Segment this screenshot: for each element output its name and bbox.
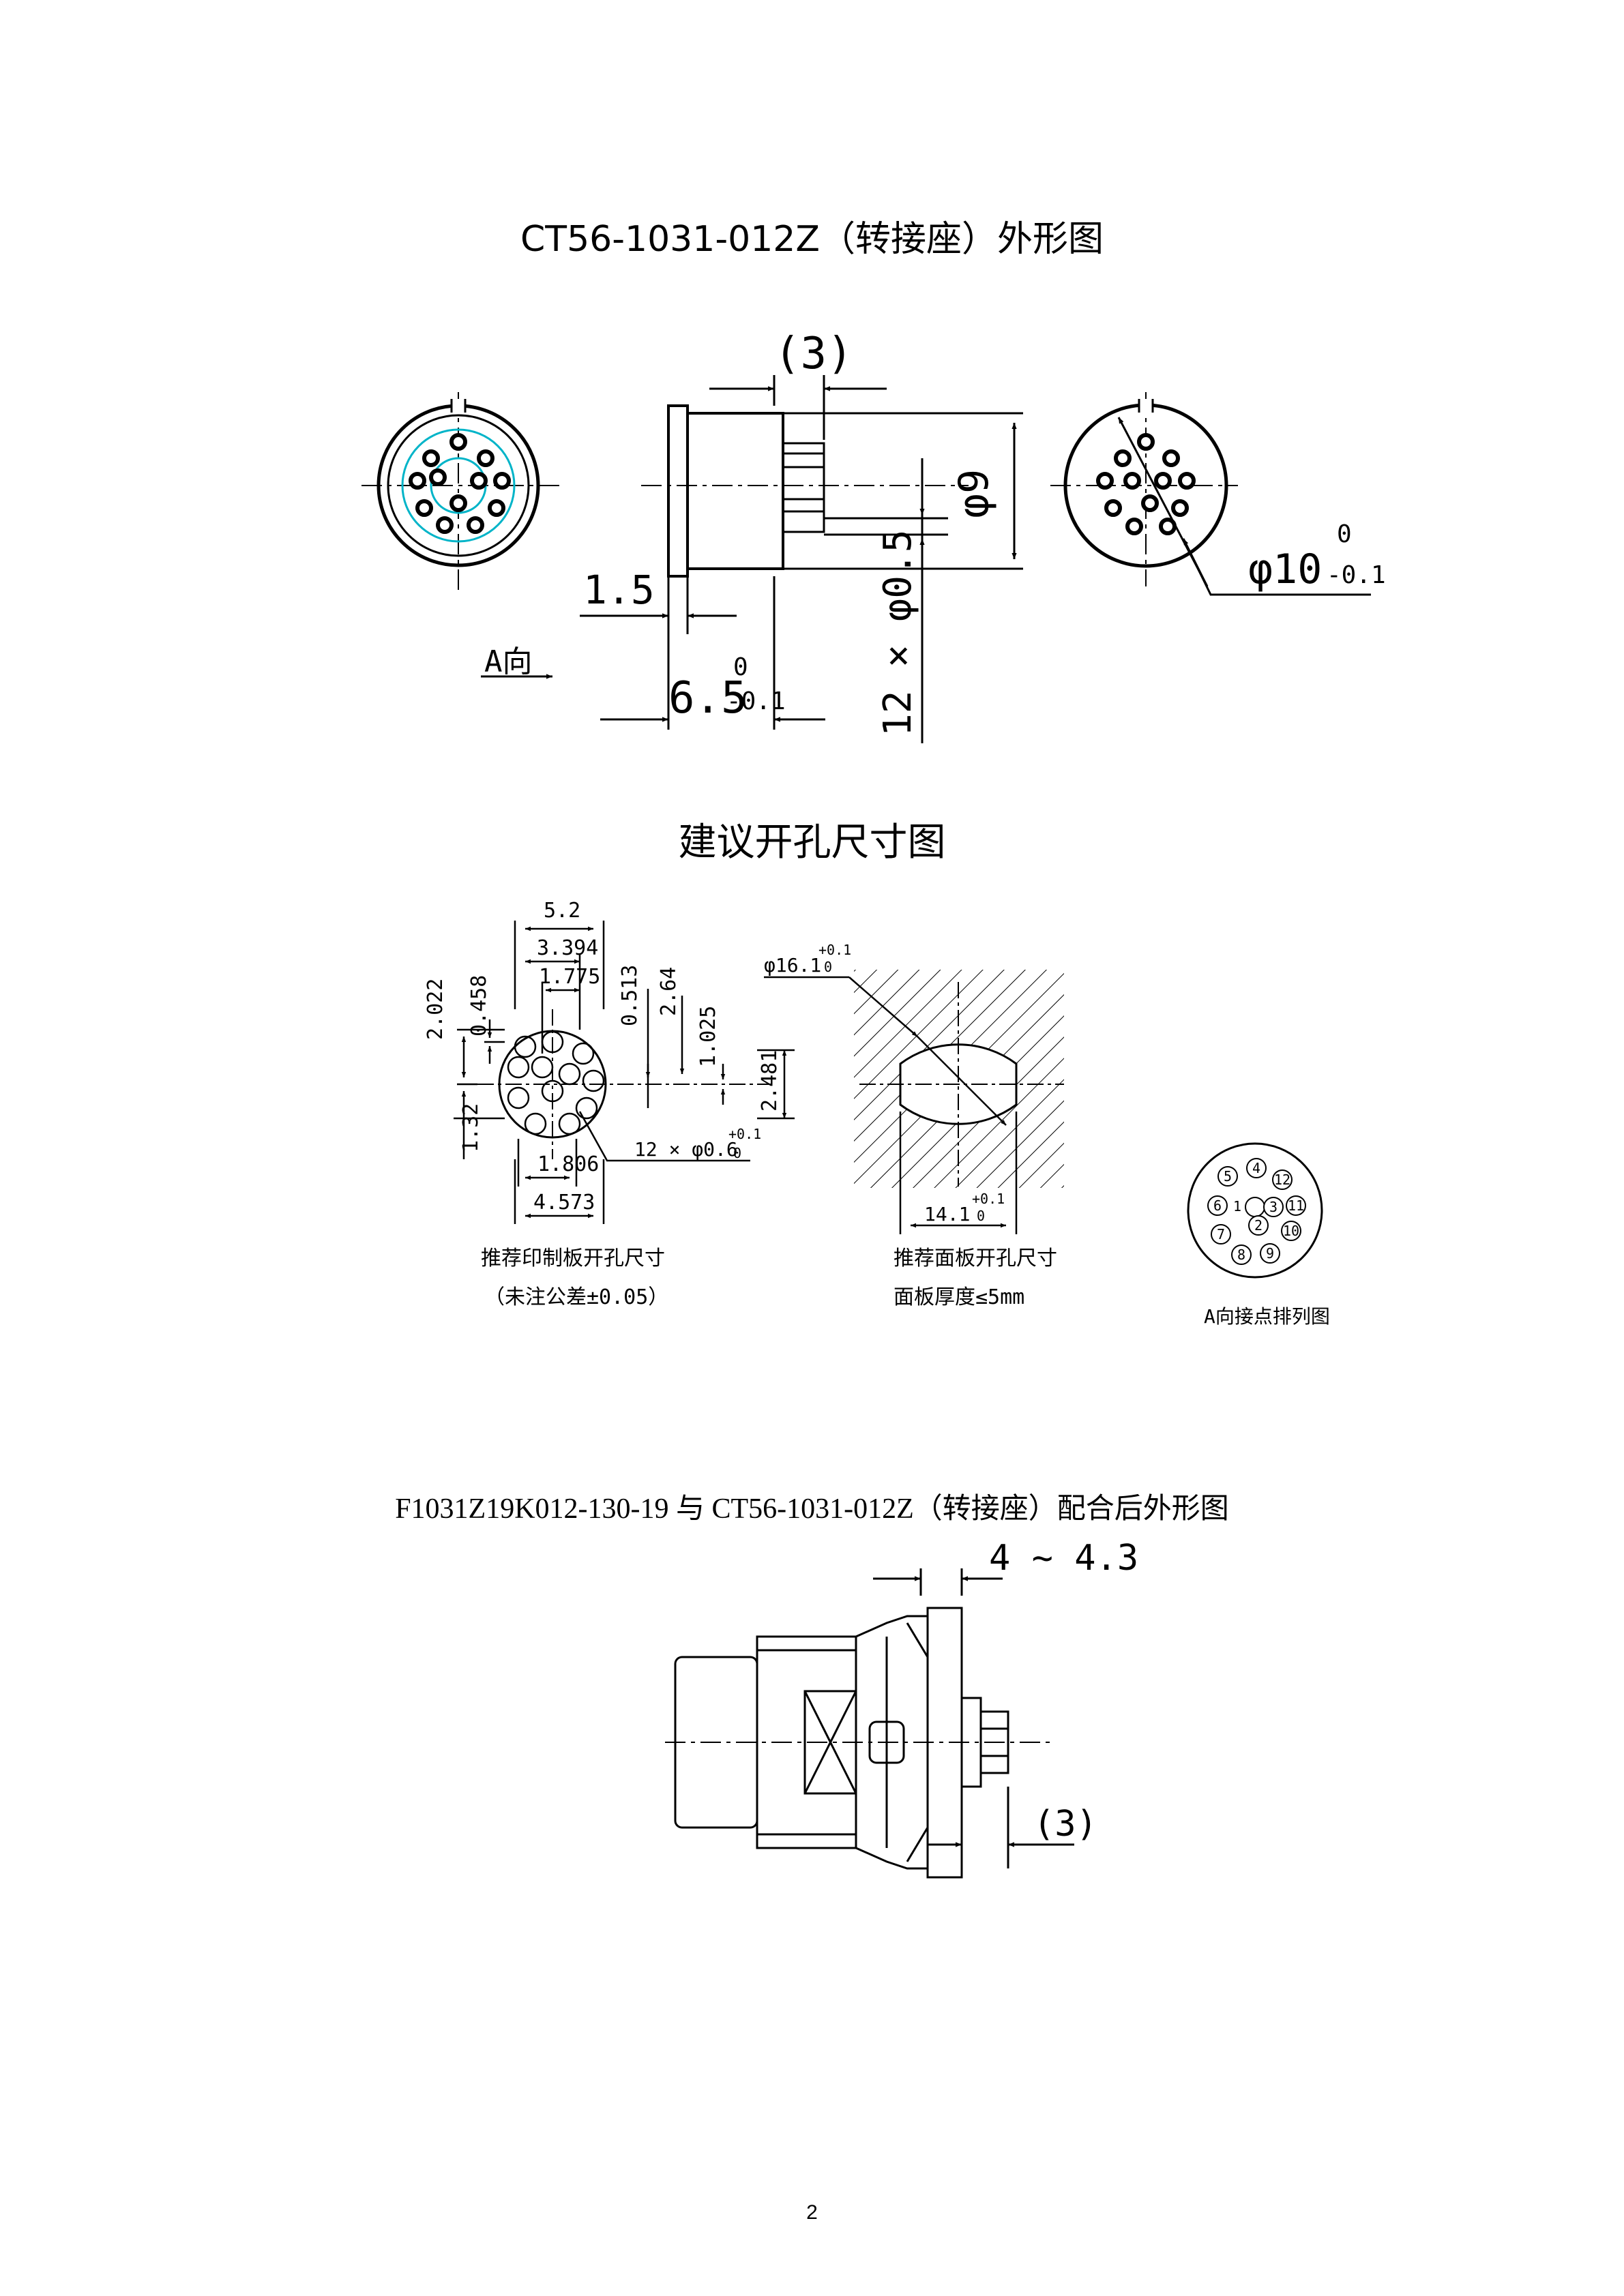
contact-num-6: 6 bbox=[1213, 1197, 1222, 1214]
tol-phi10-upper: 0 bbox=[1337, 520, 1352, 548]
dim-mated-3-text: (3) bbox=[1033, 1804, 1097, 1845]
dim-3-394-text: 3.394 bbox=[537, 936, 598, 960]
dim-1-806-text: 1.806 bbox=[537, 1152, 599, 1176]
view-a-text: A向 bbox=[484, 644, 533, 679]
contact-pins bbox=[1207, 1158, 1306, 1265]
dim-0-458-text: 0.458 bbox=[467, 975, 491, 1037]
pcb-caption-2: （未注公差±0.05） bbox=[484, 1285, 668, 1309]
contact-num-12: 12 bbox=[1274, 1172, 1290, 1188]
dim-1-32-text: 1.32 bbox=[459, 1103, 483, 1152]
dim-1-5 bbox=[580, 576, 737, 634]
dim-3-text: (3) bbox=[774, 329, 853, 379]
dim-0-513-text: 0.513 bbox=[618, 965, 642, 1026]
contact-num-3: 3 bbox=[1269, 1199, 1278, 1215]
dim-4-4-3-text: 4 ~ 4.3 bbox=[989, 1538, 1138, 1579]
panel-caption-2: 面板厚度≤5mm bbox=[894, 1285, 1024, 1309]
contact-num-10: 10 bbox=[1283, 1223, 1299, 1239]
contact-num-2: 2 bbox=[1254, 1217, 1263, 1234]
dim-14-1-text: 14.1 bbox=[924, 1203, 970, 1225]
dim-6-5-text: 6.5 bbox=[668, 673, 748, 724]
panel-cutout-view bbox=[764, 970, 1064, 1234]
tol-16-1-lower: 0 bbox=[824, 959, 832, 975]
mated-assembly-view bbox=[665, 1568, 1074, 1879]
contact-caption: A向接点排列图 bbox=[1204, 1305, 1330, 1328]
tol-holes-lower: 0 bbox=[733, 1145, 741, 1161]
tol-holes-upper: +0.1 bbox=[728, 1126, 761, 1142]
contact-num-11: 11 bbox=[1288, 1197, 1304, 1214]
view-a-label: A向 bbox=[481, 644, 552, 679]
dim-pcb-holes-text: 12 × φ0.6 bbox=[634, 1138, 738, 1161]
contact-num-5: 5 bbox=[1224, 1168, 1232, 1184]
dim-1-5-text: 1.5 bbox=[583, 567, 655, 613]
dim-2-481-text: 2.481 bbox=[758, 1050, 782, 1112]
dim-phi10-text: φ10 bbox=[1248, 546, 1322, 593]
dim-phi9 bbox=[1006, 412, 1023, 570]
outline-side-view bbox=[641, 404, 1016, 578]
pcb-caption-1: 推荐印制板开孔尺寸 bbox=[481, 1247, 665, 1270]
panel-caption-1: 推荐面板开孔尺寸 bbox=[894, 1247, 1057, 1270]
tol-14-1-lower: 0 bbox=[977, 1208, 985, 1224]
dim-4-573-text: 4.573 bbox=[533, 1191, 595, 1214]
tol-6-5-upper: 0 bbox=[733, 653, 748, 681]
dim-6-5 bbox=[600, 576, 825, 730]
dim-phi16-1-text: φ16.1 bbox=[764, 954, 821, 976]
contact-num-9: 9 bbox=[1266, 1245, 1274, 1262]
dim-2-022-text: 2.022 bbox=[424, 979, 447, 1040]
pcb-dimensions bbox=[454, 921, 795, 1224]
contact-arrangement: 1 2 3 4 5 6 7 8 9 10 11 12 bbox=[1187, 1142, 1323, 1279]
outline-rear-view bbox=[1050, 392, 1371, 596]
tol-phi10-lower: -0.1 bbox=[1327, 561, 1386, 589]
tol-14-1-upper: +0.1 bbox=[972, 1191, 1005, 1207]
dim-2-64-text: 2.64 bbox=[657, 967, 681, 1016]
outline-front-view bbox=[361, 392, 559, 593]
dim-5-2-text: 5.2 bbox=[544, 899, 580, 923]
tol-6-5-lower: -0.1 bbox=[726, 687, 786, 715]
outline-front-pins bbox=[409, 433, 511, 534]
dim-1-775-text: 1.775 bbox=[539, 965, 600, 989]
page-number: 2 bbox=[806, 2201, 818, 2224]
tol-16-1-upper: +0.1 bbox=[818, 942, 851, 958]
title-cutout: 建议开孔尺寸图 bbox=[678, 820, 946, 865]
dim-phi9-text: φ9 bbox=[950, 469, 998, 518]
dim-pins-text: 12 × φ0.5 bbox=[876, 530, 920, 736]
dim-3-top bbox=[709, 375, 887, 440]
dim-1-025-text: 1.025 bbox=[696, 1006, 720, 1067]
contact-num-7: 7 bbox=[1217, 1226, 1225, 1242]
title-outline: CT56-1031-012Z（转接座）外形图 bbox=[520, 219, 1104, 260]
pcb-cutout-view bbox=[477, 1009, 771, 1159]
contact-num-1: 1 bbox=[1233, 1198, 1241, 1214]
contact-num-8: 8 bbox=[1237, 1247, 1245, 1263]
outline-rear-pins bbox=[1096, 433, 1196, 535]
contact-num-4: 4 bbox=[1252, 1160, 1260, 1176]
title-mated: F1031Z19K012-130-19 与 CT56-1031-012Z（转接座… bbox=[395, 1493, 1229, 1525]
